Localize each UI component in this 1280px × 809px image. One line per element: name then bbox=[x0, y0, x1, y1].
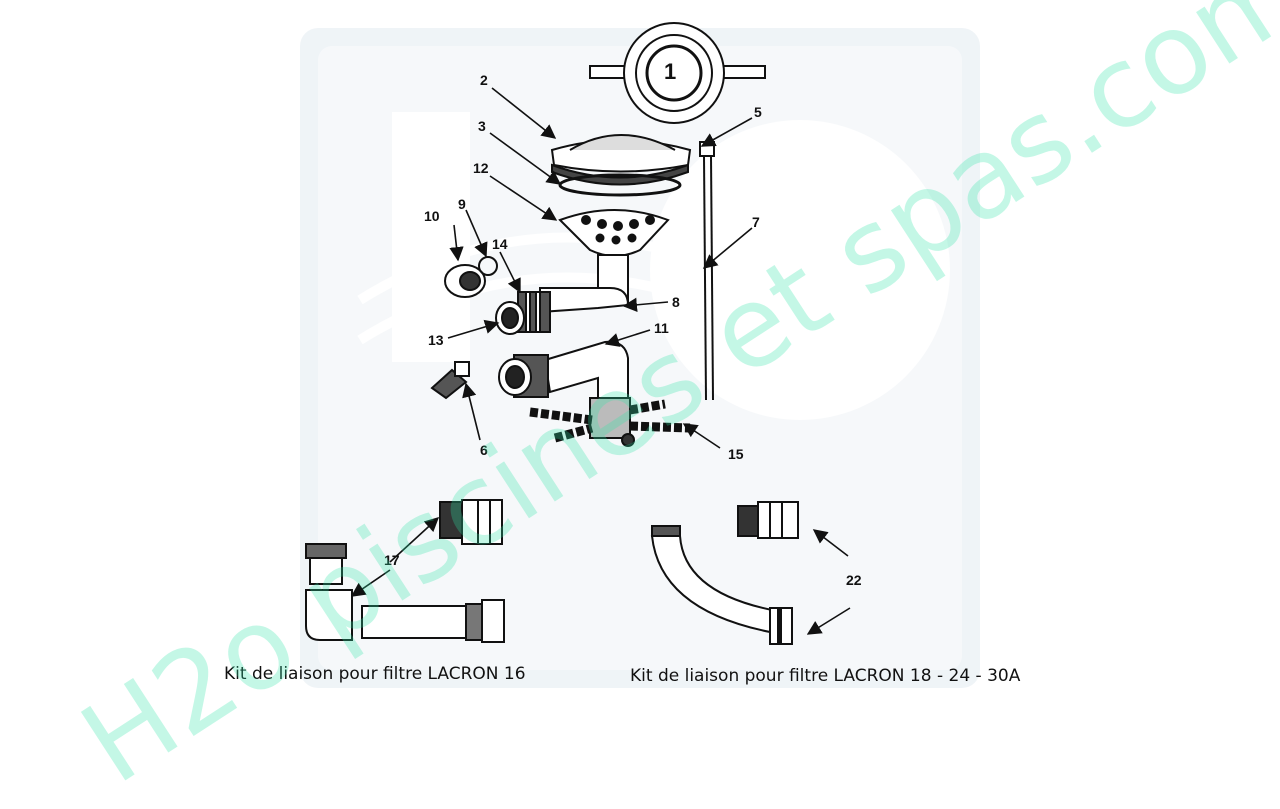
label-part-12: 12 bbox=[473, 160, 489, 176]
background-logo bbox=[300, 28, 980, 688]
caption-kit-lacron-18-24-30a: Kit de liaison pour filtre LACRON 18 - 2… bbox=[630, 666, 1021, 686]
label-part-17: 17 bbox=[384, 552, 400, 568]
part-10-nut bbox=[444, 264, 486, 298]
diagram-canvas bbox=[300, 22, 980, 688]
parts-diagram: 1 2 3 5 12 10 9 7 14 8 11 13 6 15 17 22 … bbox=[60, 0, 1280, 809]
part-9-seal bbox=[478, 256, 498, 276]
label-part-7: 7 bbox=[752, 214, 760, 230]
kit-lacron-16 bbox=[305, 499, 505, 643]
label-part-1: 1 bbox=[664, 59, 677, 84]
label-part-9: 9 bbox=[458, 196, 466, 212]
part-11-collector bbox=[498, 340, 629, 401]
label-part-11: 11 bbox=[654, 320, 669, 336]
leader-arrows bbox=[350, 87, 851, 635]
kit-lacron-18-24-30a bbox=[650, 501, 799, 645]
caption-kit-lacron-16: Kit de liaison pour filtre LACRON 16 bbox=[224, 664, 526, 684]
label-part-14: 14 bbox=[492, 236, 508, 252]
part-8-collector bbox=[539, 254, 630, 314]
part-2-lid bbox=[550, 134, 692, 186]
part-13-union-end bbox=[495, 301, 525, 335]
label-part-10: 10 bbox=[424, 208, 440, 224]
part-6-drain-valve bbox=[430, 361, 470, 400]
part-3-o-ring bbox=[558, 173, 682, 197]
label-part-6: 6 bbox=[480, 442, 488, 458]
label-part-8: 8 bbox=[672, 294, 680, 310]
part-1-lock-ring bbox=[589, 22, 766, 124]
label-part-5: 5 bbox=[754, 104, 762, 120]
label-part-15: 15 bbox=[728, 446, 744, 462]
label-part-2: 2 bbox=[480, 72, 488, 88]
part-12-diffuser bbox=[558, 209, 670, 257]
label-part-3: 3 bbox=[478, 118, 486, 134]
label-part-13: 13 bbox=[428, 332, 444, 348]
part-15-laterals bbox=[529, 397, 691, 447]
label-part-22: 22 bbox=[846, 572, 862, 588]
